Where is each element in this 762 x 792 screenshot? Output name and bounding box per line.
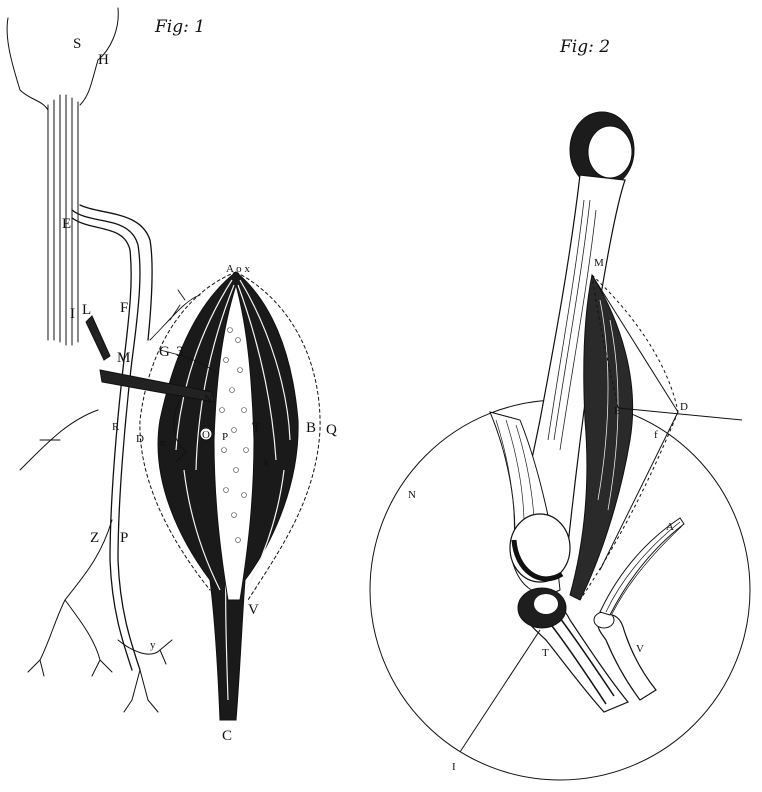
label-f: f: [654, 429, 658, 441]
label-F: F: [120, 300, 128, 316]
label-N: N: [204, 393, 212, 405]
label-E: E: [614, 405, 621, 417]
label-T: T: [252, 420, 261, 436]
label-V: V: [248, 602, 259, 618]
label-R: R: [112, 421, 120, 433]
label-A: A: [666, 521, 674, 533]
label-O: O: [202, 429, 210, 441]
label-y: y: [150, 639, 156, 651]
label-Q: Q: [326, 422, 337, 438]
label-G: G: [159, 344, 170, 360]
label-B: B: [306, 420, 316, 436]
label-M: M: [117, 350, 130, 366]
humerus-head-highlight: [588, 126, 632, 178]
label-I: I: [452, 761, 456, 773]
fig1-title: Fig: 1: [154, 17, 205, 37]
label-M: M: [594, 257, 604, 269]
label-k: k: [264, 457, 270, 469]
olecranon-highlight: [534, 594, 558, 614]
elbow-condyle: [510, 514, 570, 582]
label-C: C: [222, 728, 232, 744]
label-T: T: [542, 647, 549, 659]
figure-2: Fig: 2 M E D f N A T V I: [370, 37, 750, 780]
label-S: S: [73, 36, 81, 52]
label-E: E: [62, 216, 71, 232]
label-H: H: [98, 52, 109, 68]
label-L: L: [82, 302, 91, 318]
label-3: 3: [176, 344, 184, 360]
nerve-stub-L: [86, 316, 110, 360]
label-P-mid: P: [222, 431, 228, 443]
label-V: V: [636, 643, 644, 655]
fig2-title: Fig: 2: [559, 37, 610, 57]
label-D: D: [136, 433, 144, 445]
label-AOX: A o x: [226, 263, 250, 275]
figure-1: Fig: 1 S H E F I L M G 3 A o x N R D n O…: [7, 8, 337, 744]
label-N: N: [408, 489, 416, 501]
lower-nerve-branches: [20, 410, 172, 712]
radius-head: [594, 612, 614, 628]
label-n: n: [160, 437, 166, 449]
label-D: D: [680, 401, 688, 413]
label-P-low: P: [120, 530, 128, 546]
label-I: I: [70, 306, 75, 322]
label-Z: Z: [90, 530, 99, 546]
